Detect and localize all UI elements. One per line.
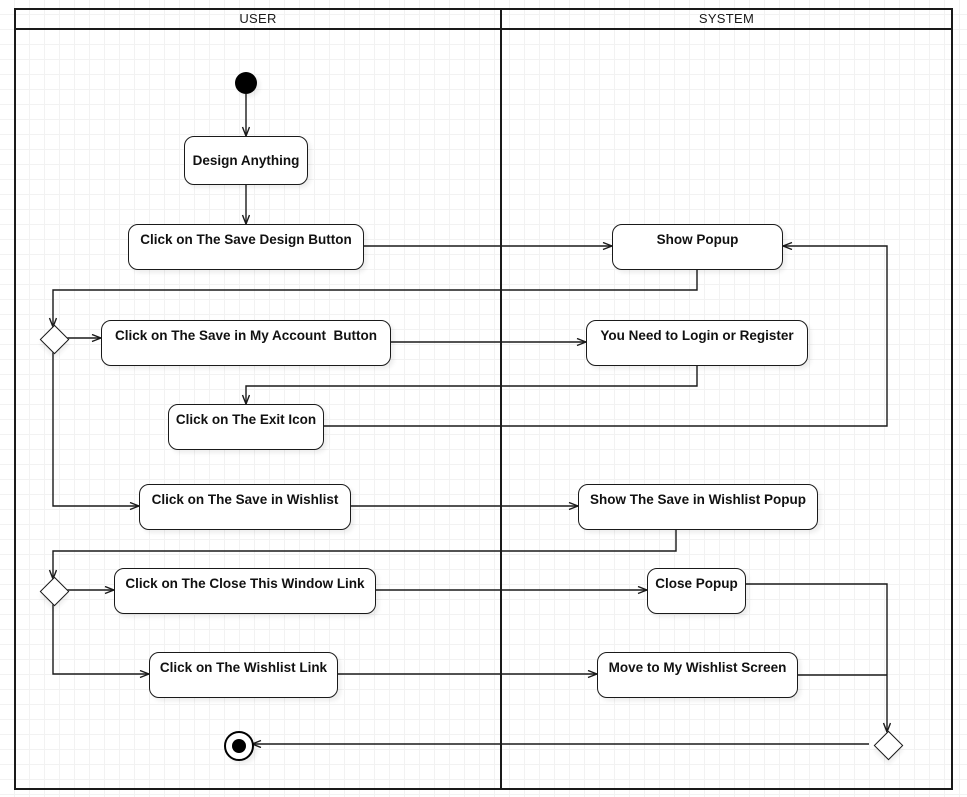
activity-label: Click on The Wishlist Link bbox=[159, 660, 328, 675]
activity-label: Move to My Wishlist Screen bbox=[608, 660, 787, 675]
activity-click-save-in-my-account-button[interactable]: Click on The Save in My Account Button bbox=[101, 320, 391, 366]
swimlane-system-header: SYSTEM bbox=[500, 8, 953, 30]
activity-label: Show Popup bbox=[656, 232, 739, 247]
initial-node bbox=[235, 72, 257, 94]
activity-label: Show The Save in Wishlist Popup bbox=[590, 492, 806, 507]
activity-label: You Need to Login or Register bbox=[600, 328, 794, 343]
activity-label: Click on The Save in My Account Button bbox=[114, 328, 378, 343]
activity-click-save-design-button[interactable]: Click on The Save Design Button bbox=[128, 224, 364, 270]
activity-label: Click on The Exit Icon bbox=[175, 412, 317, 427]
activity-show-save-in-wishlist-popup[interactable]: Show The Save in Wishlist Popup bbox=[578, 484, 818, 530]
activity-label: Click on The Save Design Button bbox=[140, 232, 352, 247]
activity-click-close-this-window-link[interactable]: Click on The Close This Window Link bbox=[114, 568, 376, 614]
activity-click-wishlist-link[interactable]: Click on The Wishlist Link bbox=[149, 652, 338, 698]
activity-click-exit-icon[interactable]: Click on The Exit Icon bbox=[168, 404, 324, 450]
activity-design-anything[interactable]: Design Anything bbox=[184, 136, 308, 185]
activity-label: Close Popup bbox=[655, 576, 738, 591]
activity-label: Click on The Close This Window Link bbox=[125, 576, 365, 591]
activity-move-to-my-wishlist-screen[interactable]: Move to My Wishlist Screen bbox=[597, 652, 798, 698]
swimlane-user-header: USER bbox=[14, 8, 502, 30]
final-node bbox=[224, 731, 254, 761]
activity-label: Design Anything bbox=[192, 153, 300, 168]
activity-show-popup[interactable]: Show Popup bbox=[612, 224, 783, 270]
activity-label: Click on The Save in Wishlist bbox=[151, 492, 339, 507]
activity-you-need-to-login-or-register[interactable]: You Need to Login or Register bbox=[586, 320, 808, 366]
activity-click-save-in-wishlist[interactable]: Click on The Save in Wishlist bbox=[139, 484, 351, 530]
activity-close-popup[interactable]: Close Popup bbox=[647, 568, 746, 614]
swimlane-user-title: USER bbox=[239, 10, 277, 26]
swimlane-system-title: SYSTEM bbox=[698, 10, 755, 26]
